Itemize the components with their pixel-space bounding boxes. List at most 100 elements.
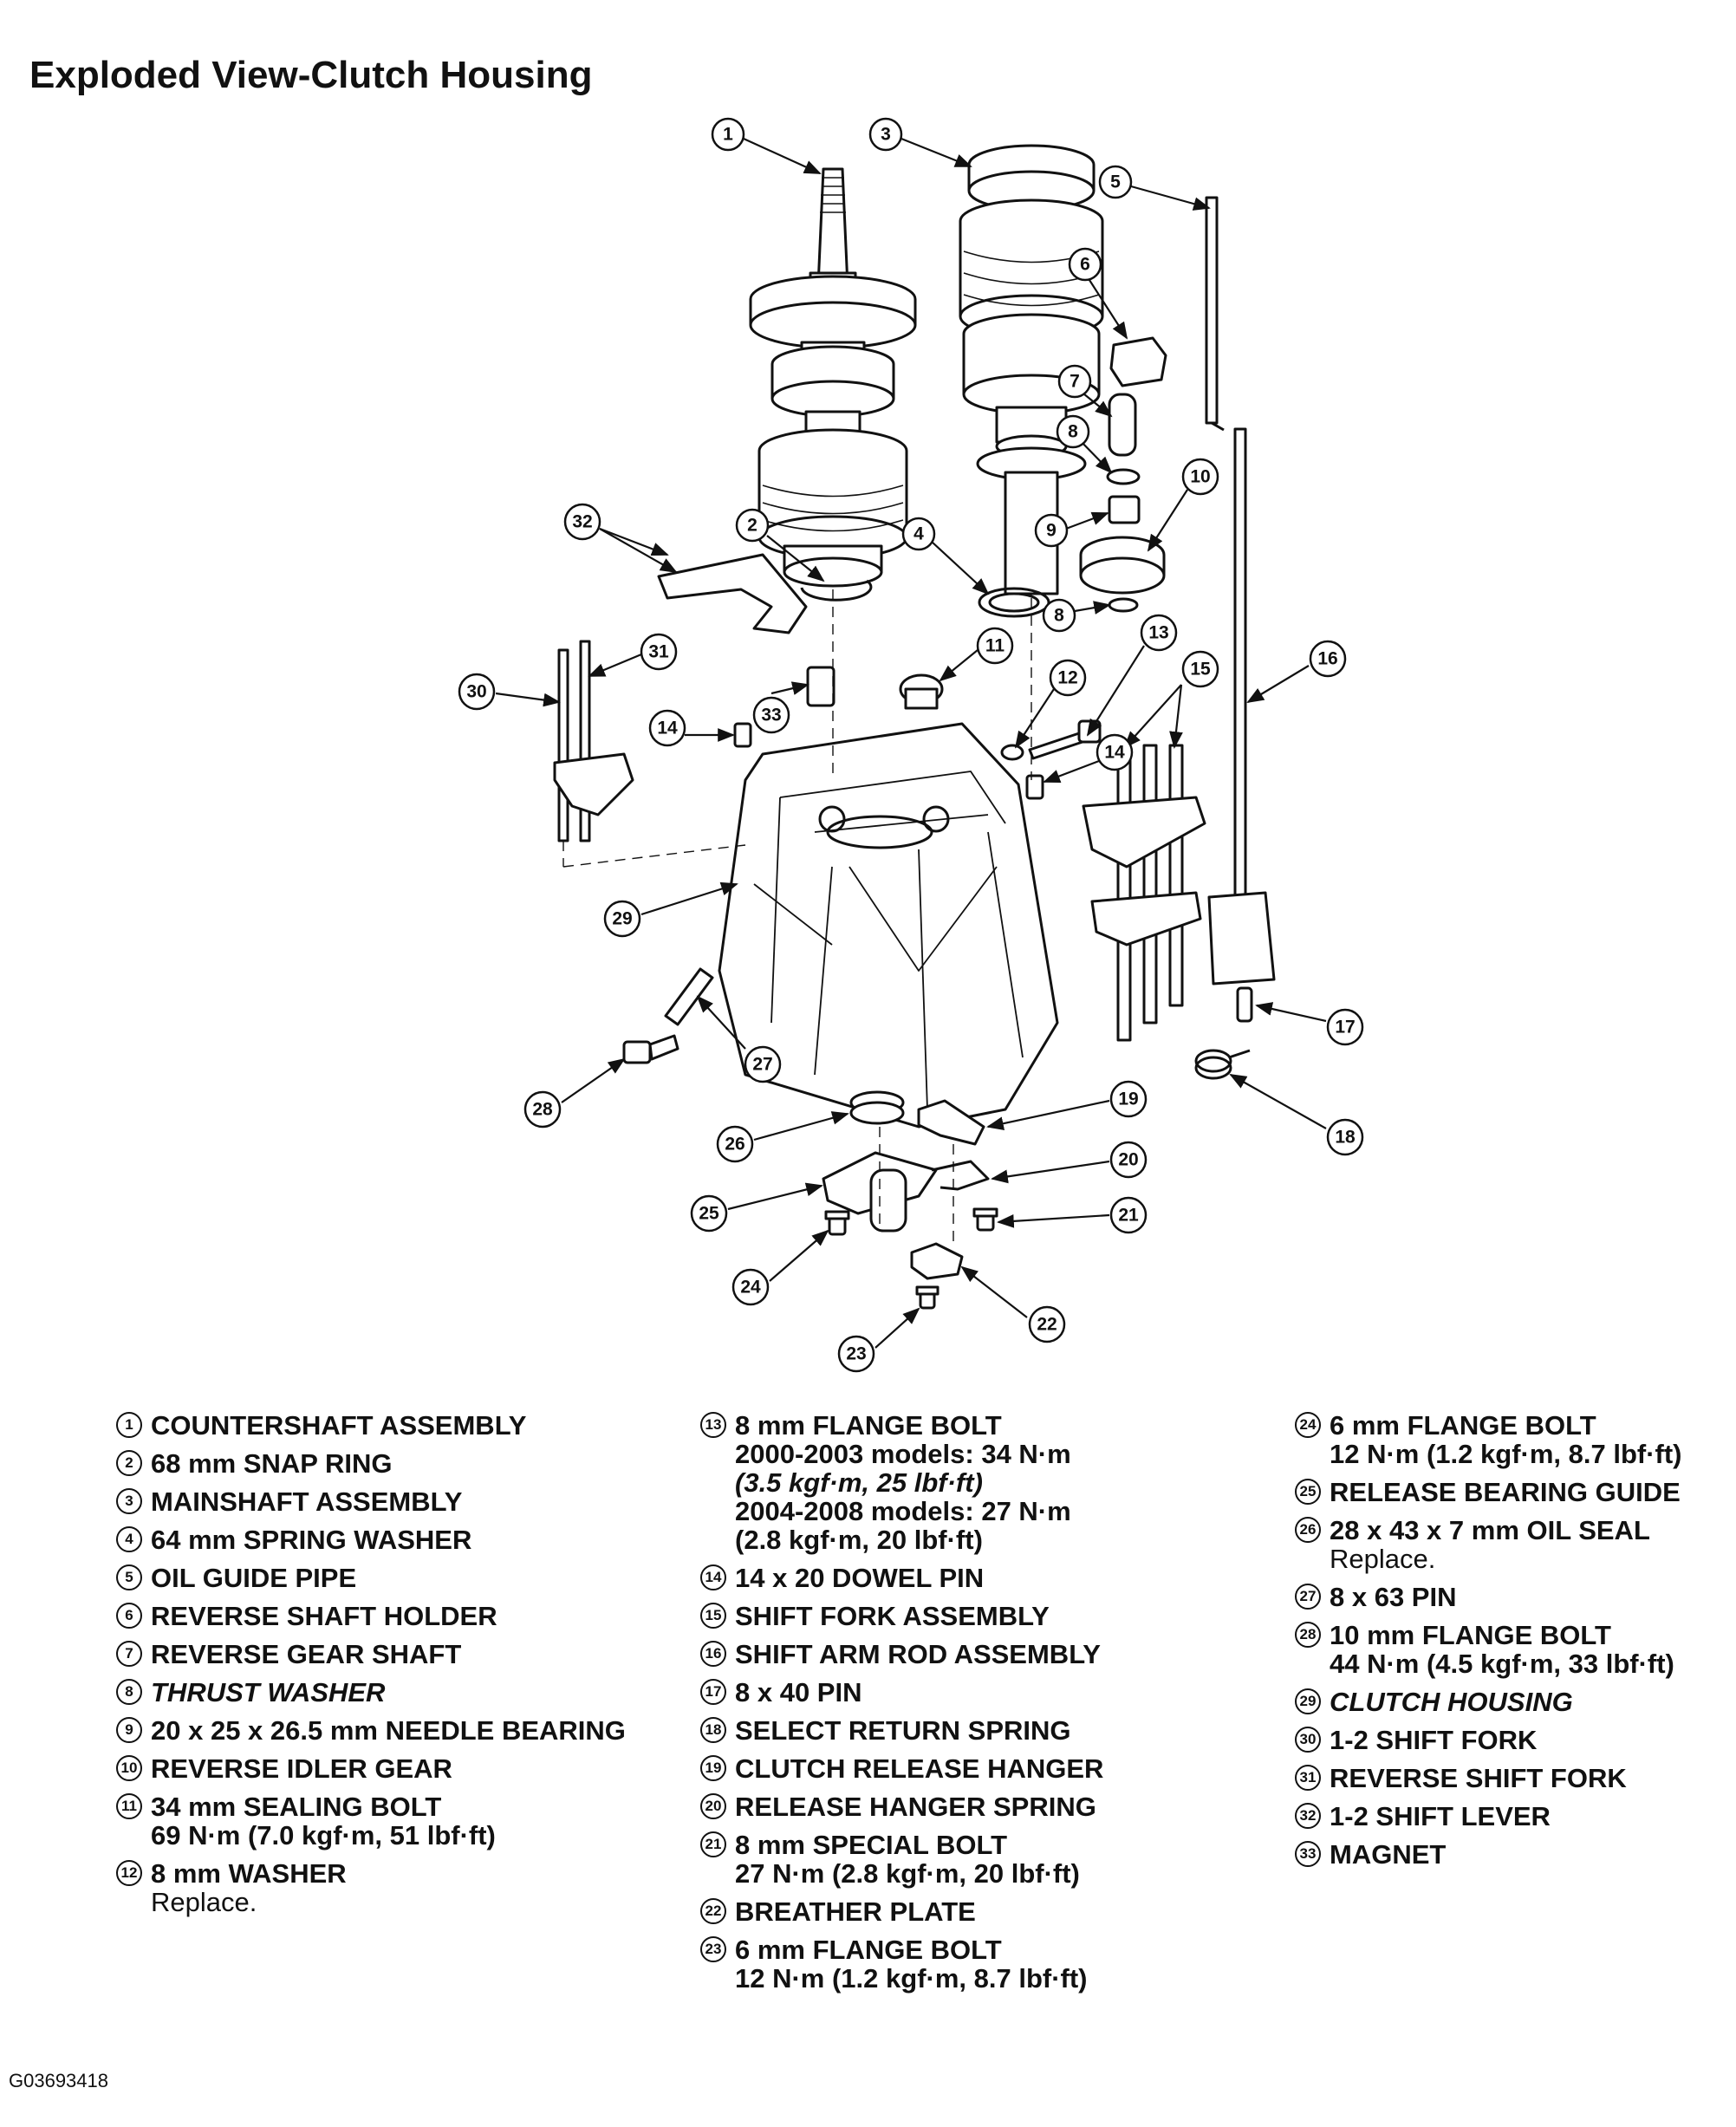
svg-text:21: 21 [1118, 1206, 1139, 1226]
legend-text: CLUTCH RELEASE HANGER [735, 1754, 1103, 1783]
legend-number-badge: 15 [700, 1603, 726, 1629]
legend-item: 14 14 x 20 DOWEL PIN [700, 1564, 1103, 1592]
legend-number-badge: 28 [1295, 1622, 1321, 1648]
legend-number-badge: 20 [700, 1793, 726, 1819]
legend-text: RELEASE HANGER SPRING [735, 1792, 1096, 1821]
svg-text:23: 23 [846, 1344, 866, 1364]
legend-number-badge: 26 [1295, 1517, 1321, 1543]
legend-line: THRUST WASHER [151, 1677, 386, 1707]
legend-number-badge: 14 [700, 1564, 726, 1590]
svg-text:27: 27 [752, 1055, 772, 1075]
legend-number-badge: 22 [700, 1898, 726, 1924]
legend-line: 12 N·m (1.2 kgf·m, 8.7 lbf·ft) [1330, 1439, 1682, 1469]
legend-text: COUNTERSHAFT ASSEMBLY [151, 1411, 526, 1440]
svg-text:6: 6 [1080, 255, 1090, 275]
legend-number-badge: 29 [1295, 1688, 1321, 1714]
oil-guide-pipe-part [1205, 196, 1225, 432]
legend-line: RELEASE BEARING GUIDE [1330, 1477, 1681, 1507]
legend-line: 6 mm FLANGE BOLT [735, 1935, 1002, 1965]
spring-washer-part [978, 587, 1050, 618]
legend-number-badge: 23 [700, 1936, 726, 1962]
callout-28: 28 [523, 1090, 562, 1129]
flange-bolt-24-part [824, 1210, 850, 1236]
legend-text: SELECT RETURN SPRING [735, 1716, 1071, 1745]
legend-number-badge: 5 [116, 1564, 142, 1590]
callout-3: 3 [868, 117, 903, 152]
legend-line: 8 mm WASHER [151, 1858, 347, 1889]
washer-part [1000, 744, 1024, 761]
legend-item: 8 THRUST WASHER [116, 1678, 626, 1707]
oil-seal-part [849, 1090, 905, 1125]
pin-17-part [1236, 986, 1253, 1023]
clutch-release-hanger-part [917, 1099, 985, 1146]
legend-number-badge: 27 [1295, 1584, 1321, 1610]
svg-text:1: 1 [723, 125, 733, 145]
legend-text: MAINSHAFT ASSEMBLY [151, 1487, 462, 1516]
svg-text:25: 25 [699, 1204, 719, 1224]
legend-text: SHIFT FORK ASSEMBLY [735, 1602, 1050, 1630]
legend-text: 1-2 SHIFT FORK [1330, 1726, 1537, 1754]
svg-text:12: 12 [1057, 668, 1077, 688]
legend-line: 10 mm FLANGE BOLT [1330, 1620, 1611, 1650]
sealing-bolt-part [899, 673, 944, 710]
legend-item: 15 SHIFT FORK ASSEMBLY [700, 1602, 1103, 1630]
legend-line: 8 mm SPECIAL BOLT [735, 1830, 1008, 1860]
svg-text:24: 24 [740, 1278, 761, 1298]
legend-number-badge: 6 [116, 1603, 142, 1629]
legend-line: REVERSE GEAR SHAFT [151, 1639, 462, 1669]
legend-text: 14 x 20 DOWEL PIN [735, 1564, 984, 1592]
callout-21: 21 [1109, 1196, 1148, 1234]
svg-text:26: 26 [725, 1135, 744, 1155]
legend-number-badge: 30 [1295, 1727, 1321, 1753]
legend-line: BREATHER PLATE [735, 1896, 976, 1927]
legend-number-badge: 11 [116, 1793, 142, 1819]
reverse-shaft-holder-part [1109, 336, 1167, 387]
svg-text:31: 31 [648, 642, 669, 662]
legend-number-badge: 19 [700, 1755, 726, 1781]
callout-33: 33 [752, 696, 790, 734]
legend-text: 8 x 63 PIN [1330, 1583, 1456, 1611]
callout-8-upper: 8 [1056, 414, 1090, 449]
shift-fork-assembly-part [1082, 744, 1206, 1042]
callout-24: 24 [731, 1268, 770, 1306]
legend-number-badge: 21 [700, 1831, 726, 1857]
page-title: Exploded View-Clutch Housing [29, 54, 593, 96]
legend-line: SHIFT ARM ROD ASSEMBLY [735, 1639, 1101, 1669]
legend-line: COUNTERSHAFT ASSEMBLY [151, 1410, 527, 1441]
legend-line: 20 x 25 x 26.5 mm NEEDLE BEARING [151, 1715, 626, 1746]
legend-number-badge: 4 [116, 1526, 142, 1552]
legend-line: 2004-2008 models: 27 N·m [735, 1496, 1071, 1526]
legend-line: 44 N·m (4.5 kgf·m, 33 lbf·ft) [1330, 1649, 1674, 1679]
snap-ring-part [800, 579, 873, 602]
reverse-idler-gear-part [1079, 536, 1166, 595]
callout-10: 10 [1181, 458, 1219, 496]
legend-number-badge: 8 [116, 1679, 142, 1705]
callout-5: 5 [1098, 165, 1133, 199]
legend-line: CLUTCH HOUSING [1330, 1687, 1573, 1717]
legend-text: RELEASE BEARING GUIDE [1330, 1478, 1681, 1506]
legend-line: 6 mm FLANGE BOLT [1330, 1410, 1596, 1441]
legend-text: 8 x 40 PIN [735, 1678, 861, 1707]
select-return-spring-part [1194, 1049, 1251, 1080]
legend-number-badge: 31 [1295, 1765, 1321, 1791]
legend-item: 19 CLUTCH RELEASE HANGER [700, 1754, 1103, 1783]
svg-text:17: 17 [1335, 1018, 1355, 1037]
svg-text:20: 20 [1118, 1150, 1138, 1170]
release-hanger-spring-part [931, 1160, 990, 1191]
legend-line: 68 mm SNAP RING [151, 1448, 393, 1479]
shift-forks-left-part [553, 640, 634, 842]
svg-text:10: 10 [1190, 467, 1210, 487]
